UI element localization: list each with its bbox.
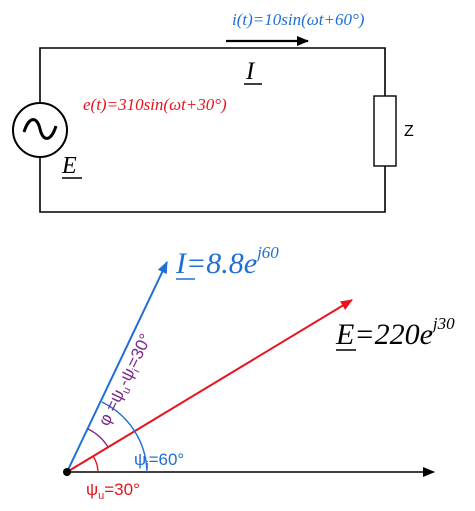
current-phasor [66, 261, 168, 473]
source-equation: e(t)=310sin(ωt+30°) [83, 95, 227, 114]
phasor-current-label: I=8.8ej60 [175, 243, 279, 280]
voltage-phasor [66, 299, 353, 473]
psi-u-label: ψu=30° [86, 480, 140, 502]
psi-u-arc [92, 455, 99, 473]
impedance-box-icon [373, 95, 397, 167]
circuit-wire [39, 47, 386, 213]
load-label: Z [404, 123, 414, 140]
phasors: I=8.8ej60 E=220ej30 φ =ψu-ψi=30° ψi=60° … [63, 243, 455, 502]
phi-arc [87, 428, 109, 448]
current-equation: i(t)=10sin(ωt+60°) [232, 10, 365, 29]
current-label: I [245, 58, 256, 85]
ac-voltage-source-icon [12, 102, 68, 158]
source-label: E [61, 153, 77, 179]
circuit: Z i(t)=10sin(ωt+60°) I e(t)=310sin(ωt+30… [12, 10, 414, 213]
phasor-voltage-label: E=220ej30 [335, 314, 455, 351]
psi-i-arc [101, 401, 148, 473]
origin-point [63, 468, 71, 476]
psi-i-label: ψi=60° [134, 450, 184, 472]
